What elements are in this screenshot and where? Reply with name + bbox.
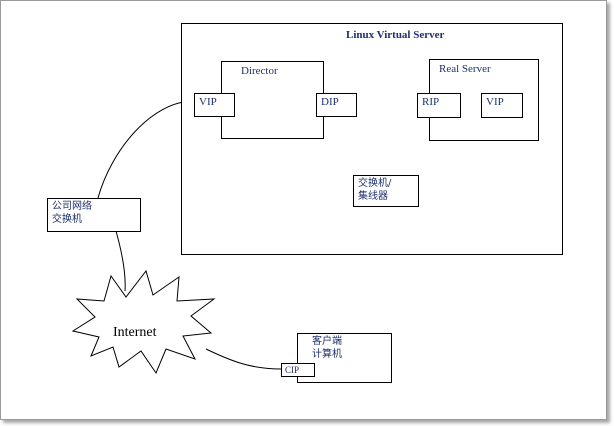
director-dip-box: DIP — [316, 93, 357, 117]
internet-cloud-shape — [71, 269, 216, 375]
client-line1: 客户端 — [312, 336, 342, 347]
switch-hub-line2: 集线器 — [358, 190, 388, 202]
director-label: Director — [241, 65, 278, 77]
company-switch-line2: 交换机 — [52, 213, 82, 225]
company-switch-box: 公司网络 交换机 — [47, 198, 141, 232]
real-server-rip-box: RIP — [417, 93, 461, 118]
client-line2: 计算机 — [312, 348, 342, 360]
company-switch-line1: 公司网络 — [52, 201, 92, 212]
real-server-vip-box: VIP — [481, 93, 523, 118]
switch-hub-line1: 交换机/ — [358, 178, 392, 189]
diagram-canvas: Internet Linux Virtual Server Director V… — [0, 0, 607, 420]
director-vip-box: VIP — [194, 93, 235, 117]
internet-label: Internet — [113, 325, 157, 340]
lvs-title: Linux Virtual Server — [346, 29, 445, 41]
link-internet-client — [205, 348, 282, 370]
real-server-label: Real Server — [439, 63, 491, 75]
client-cip-box: CIP — [281, 363, 315, 377]
link-company-switch-internet — [115, 230, 126, 292]
link-company-switch-vip — [97, 100, 195, 199]
switch-hub-box: 交换机/ 集线器 — [353, 175, 419, 207]
